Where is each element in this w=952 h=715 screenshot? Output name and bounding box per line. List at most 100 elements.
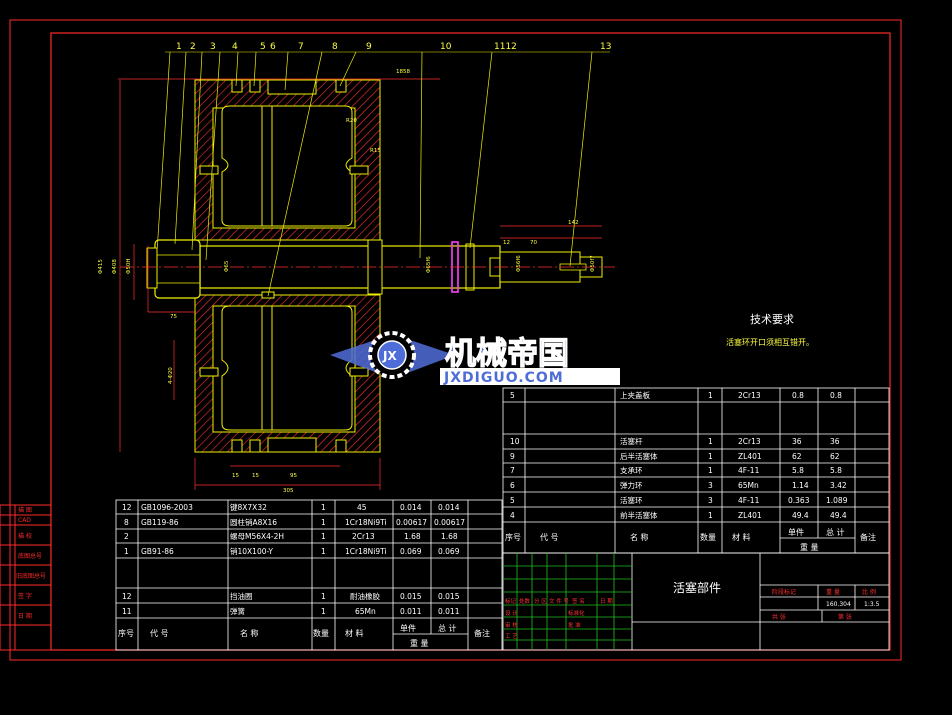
drawing-name: 活塞部件 — [673, 580, 721, 595]
br-r0-qty: 1 — [708, 391, 713, 400]
bl-r6-name: 弹簧 — [230, 606, 245, 616]
bl-r2-name: 螺母M56X4-2H — [230, 531, 284, 541]
bl-r0-mat: 45 — [357, 503, 367, 512]
bl-r3-seq: 1 — [124, 547, 129, 556]
bl-r1-name: 圆柱销A8X16 — [230, 517, 277, 527]
br-r5-mat: 65Mn — [738, 481, 759, 490]
bl-r6-seq: 11 — [122, 607, 132, 616]
br-r6-total: 1.089 — [826, 496, 848, 505]
br-r7-total: 49.4 — [830, 511, 847, 520]
balloon-10: 10 — [440, 42, 452, 52]
bl-r1-code: GB119-86 — [141, 518, 179, 527]
groove-b1 — [231, 439, 243, 453]
dim-70: 70 — [530, 240, 537, 246]
scale-label: 比 例 — [862, 588, 876, 596]
slot-l1 — [199, 165, 219, 175]
slot-r2 — [349, 367, 369, 377]
bom-right-grid — [502, 387, 890, 554]
br-h-name: 名 称 — [630, 532, 649, 542]
bl-h-name: 名 称 — [240, 628, 259, 638]
br-r4-unit: 5.8 — [792, 466, 804, 475]
bl-r3-unit: 0.069 — [400, 547, 422, 556]
br-r5-name: 弹力环 — [620, 480, 643, 490]
dim-95: 95 — [290, 473, 297, 479]
outer-border — [9, 19, 902, 661]
bl-r5-seq: 12 — [122, 592, 132, 601]
left-strip-1: 描 图 — [18, 506, 32, 514]
groove-b3 — [267, 437, 317, 453]
balloon-4: 4 — [232, 42, 238, 52]
bl-r0-qty: 1 — [321, 503, 326, 512]
bl-r6-unit: 0.011 — [400, 607, 422, 616]
bom-left-grid — [115, 499, 503, 651]
bl-r6-qty: 1 — [321, 607, 326, 616]
br-h-code: 代 号 — [540, 532, 559, 542]
groove-t1 — [231, 79, 243, 93]
left-strip-6: 签 字 — [18, 592, 32, 600]
br-r6-unit: 0.363 — [788, 496, 810, 505]
br-r7-qty: 1 — [708, 511, 713, 520]
br-r0-mat: 2Cr13 — [738, 391, 761, 400]
bl-r3-qty: 1 — [321, 547, 326, 556]
br-h-total: 总 计 — [826, 527, 845, 537]
balloon-8: 8 — [332, 42, 338, 52]
left-strip-3: 描 校 — [18, 532, 32, 540]
dim-15a: 15 — [232, 473, 239, 479]
role-4: 标准化 — [568, 609, 585, 617]
br-r5-qty: 3 — [708, 481, 713, 490]
rev-col-5: 签 名 — [572, 597, 585, 605]
br-r2-seq: 10 — [510, 437, 520, 446]
rev-col-6: 日 期 — [600, 598, 613, 605]
role-2: 审 核 — [505, 621, 518, 629]
dim-holes: 4-Φ20 — [168, 367, 174, 384]
balloon-7: 7 — [298, 42, 304, 52]
sheet-label: 共 张 — [772, 613, 786, 621]
logo-wing-right — [410, 340, 455, 372]
tech-note: 活塞环开口须相互错开。 — [726, 337, 814, 347]
balloon-5: 5 — [260, 42, 266, 52]
dim-phi-rod2: Φ65f6 — [426, 256, 432, 273]
bl-r3-code: GB91-86 — [141, 547, 174, 556]
br-r5-total: 3.42 — [830, 481, 847, 490]
bl-r1-seq: 8 — [124, 518, 129, 527]
nut-washer — [146, 247, 158, 289]
br-r6-seq: 5 — [510, 496, 515, 505]
br-r3-unit: 62 — [792, 452, 802, 461]
br-h-seq: 序号 — [505, 532, 521, 542]
br-h-remark: 备注 — [860, 532, 876, 542]
bom-right-rows: 5 上夹盖板 1 2Cr13 0.8 0.8 10 活塞杆 1 2Cr13 36… — [510, 390, 848, 520]
piston-assembly — [118, 51, 615, 490]
br-r7-unit: 49.4 — [792, 511, 809, 520]
br-r7-name: 前半活塞体 — [620, 510, 658, 520]
br-r4-qty: 1 — [708, 466, 713, 475]
rib-lower — [261, 305, 273, 431]
bl-h-weight: 重 量 — [410, 638, 429, 648]
page-label: 第 张 — [838, 613, 852, 621]
bl-r2-total: 1.68 — [441, 532, 458, 541]
bom-right-header: 序号 代 号 名 称 数量 材 料 单件 总 计 重 量 备注 — [505, 527, 876, 552]
br-r2-qty: 1 — [708, 437, 713, 446]
bl-r3-total: 0.069 — [438, 547, 460, 556]
bl-r2-mat: 2Cr13 — [352, 532, 375, 541]
balloon-2: 2 — [190, 42, 196, 52]
bl-r0-code: GB1096-2003 — [141, 503, 193, 512]
bom-left-rows: 12 GB1096-2003 键8X7X32 1 45 0.014 0.014 … — [122, 502, 465, 616]
bl-r2-qty: 1 — [321, 532, 326, 541]
slot-l2 — [199, 367, 219, 377]
chamber-lower — [221, 305, 353, 431]
dim-15b: 15 — [252, 473, 259, 479]
role-5: 批 准 — [568, 621, 581, 629]
br-r4-seq: 7 — [510, 466, 515, 475]
nut — [154, 239, 201, 299]
role-1: 设 计 — [505, 609, 518, 617]
br-h-weight: 重 量 — [800, 542, 819, 552]
chamber-upper — [221, 105, 353, 227]
br-r2-name: 活塞杆 — [620, 436, 643, 446]
stage-label: 阶段标记 — [772, 588, 796, 596]
dim-overall: 1858 — [396, 69, 410, 75]
bom-left-header: 序号 代 号 名 称 数量 材 料 单件 总 计 重 量 备注 — [118, 623, 490, 648]
br-r0-unit: 0.8 — [792, 391, 804, 400]
rev-col-4: 文 件 号 — [549, 597, 569, 605]
bl-r5-qty: 1 — [321, 592, 326, 601]
